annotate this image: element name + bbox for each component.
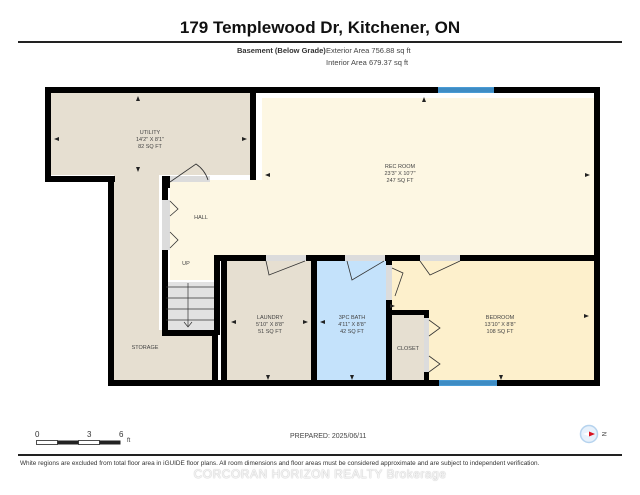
room-area: 51 sq ft: [258, 329, 282, 335]
rec-room: [262, 98, 594, 255]
room-dimensions: 23'3" x 10'7": [384, 171, 416, 177]
room-label-closet: CLOSET: [396, 346, 419, 352]
dimension-markers: [54, 96, 590, 380]
brokerage-watermark: CORCORAN HORIZON REALTY Brokerage: [193, 467, 447, 481]
room-label-up: UP: [182, 261, 190, 267]
scale-unit: ft: [127, 438, 131, 444]
room-area: 108 sq ft: [486, 329, 514, 335]
closet: [392, 314, 424, 381]
room-label-laundry: LAUNDRY 5'10" x 8'8" 51 sq ft: [240, 315, 300, 336]
laundry-room: [227, 261, 311, 381]
room-dimensions: 14'2" x 8'1": [135, 137, 165, 143]
room-area: 42 sq ft: [340, 329, 364, 335]
room-name: UTILITY: [139, 130, 161, 136]
room-label-bath: 3PC BATH 4'11" x 8'8" 42 sq ft: [322, 315, 382, 336]
compass-north-label: N: [600, 431, 607, 437]
room-name: LAUNDRY: [256, 315, 284, 321]
storage-room-lower: [159, 330, 214, 380]
room-dimensions: 5'10" x 8'8": [255, 322, 285, 328]
room-dimensions: 13'10" x 8'8": [484, 322, 516, 328]
window-rec-room: [438, 87, 494, 93]
room-name: REC ROOM: [384, 164, 416, 170]
stairs-lines: [166, 283, 214, 328]
window-bedroom: [439, 380, 497, 386]
hall-area: [170, 180, 230, 255]
room-name: 3PC BATH: [338, 315, 366, 321]
interior-area: Interior Area 679.37 sq ft: [326, 58, 409, 67]
room-name: BEDROOM: [485, 315, 515, 321]
floor-level-label: Basement (Below Grade): [237, 46, 326, 55]
room-label-storage: STORAGE: [131, 345, 159, 351]
scale-tick-6: 6: [119, 430, 124, 439]
room-dimensions: 4'11" x 8'8": [338, 322, 366, 328]
storage-room: [114, 175, 159, 380]
door-swings: [169, 163, 461, 373]
exterior-area: Exterior Area 756.88 sq ft: [326, 46, 411, 55]
room-label-hall: HALL: [194, 215, 208, 221]
stair-landing: [170, 255, 220, 280]
stairs: [166, 282, 214, 330]
scale-tick-0: 0: [35, 430, 40, 439]
hall-connector: [230, 180, 262, 255]
utility-room: [50, 92, 250, 175]
room-label-bedroom: BEDROOM 13'10" x 8'8" 108 sq ft: [470, 315, 530, 336]
room-area: 247 sq ft: [386, 178, 414, 184]
prepared-date: PREPARED: 2025/06/11: [290, 433, 367, 440]
header-divider: [18, 41, 622, 43]
property-address-title: 179 Templewood Dr, Kitchener, ON: [179, 18, 461, 37]
room-label-utility: UTILITY 14'2" x 8'1" 82 sq ft: [120, 130, 180, 151]
compass-icon: [579, 424, 599, 444]
room-area: 82 sq ft: [138, 144, 162, 150]
room-label-rec-room: REC ROOM 23'3" x 10'7" 247 sq ft: [370, 164, 430, 185]
disclaimer-text: White regions are excluded from total fl…: [20, 460, 540, 467]
scale-bar-graphic: [36, 440, 121, 445]
footer-divider: [18, 454, 622, 456]
bathroom: [317, 261, 386, 381]
scale-tick-3: 3: [87, 430, 92, 439]
